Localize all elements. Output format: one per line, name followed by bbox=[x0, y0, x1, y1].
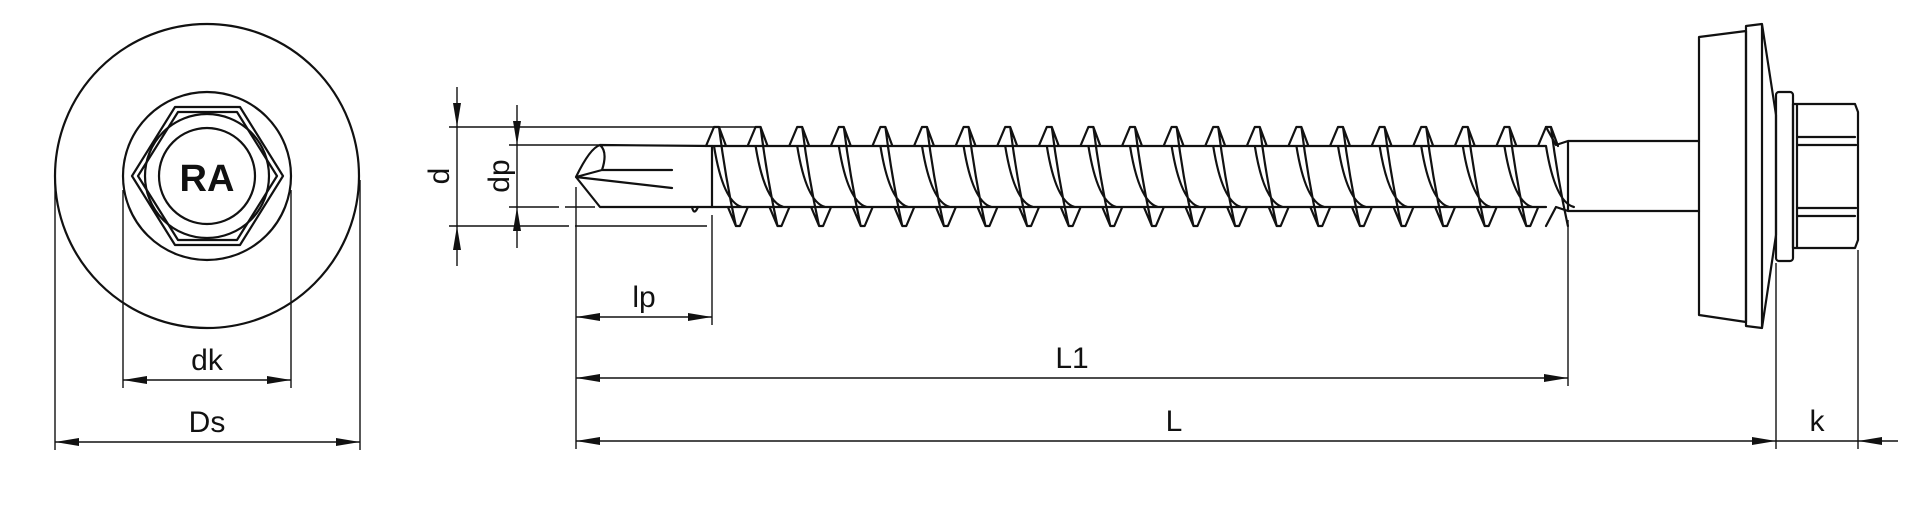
d-label: d bbox=[423, 168, 456, 185]
dk-label: dk bbox=[191, 344, 224, 377]
washer-outline bbox=[53, 22, 361, 330]
metal-washer bbox=[1744, 22, 1778, 330]
k-label: k bbox=[1810, 405, 1826, 438]
drill-point bbox=[574, 143, 714, 209]
thread-section bbox=[704, 125, 1575, 228]
l-label: L bbox=[1166, 405, 1183, 438]
flange-outline bbox=[121, 90, 293, 262]
side-view: d dp lp L1 L bbox=[423, 22, 1898, 449]
shank bbox=[1544, 125, 1701, 228]
head-flange bbox=[1774, 90, 1795, 263]
front-view: RA dk Ds bbox=[53, 22, 361, 450]
hex-head-outline bbox=[130, 105, 285, 247]
marking-circle bbox=[157, 126, 257, 226]
drill-flute-mark bbox=[690, 205, 700, 213]
dp-label: dp bbox=[483, 159, 516, 192]
l1-label: L1 bbox=[1055, 342, 1088, 375]
head-marking-ra: RA bbox=[180, 158, 235, 200]
hex-head-side bbox=[1791, 102, 1860, 250]
hex-head-chamfer bbox=[136, 110, 279, 242]
ds-label: Ds bbox=[189, 406, 226, 439]
lp-label: lp bbox=[632, 281, 655, 314]
thread-turns bbox=[704, 125, 1575, 228]
sealing-washer bbox=[1697, 29, 1748, 324]
hex-chamfer-circle bbox=[143, 112, 271, 240]
